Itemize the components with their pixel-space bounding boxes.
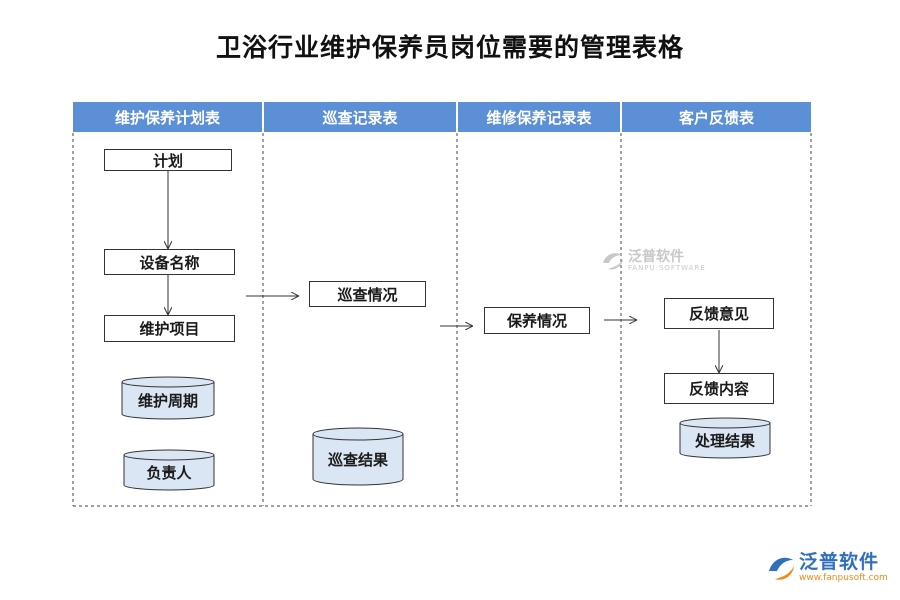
cylinder-inspection-result: 巡查结果	[312, 427, 404, 487]
cylinder-label: 处理结果	[694, 432, 755, 450]
column-header-plan: 维护保养计划表	[73, 102, 262, 132]
node-plan: 计划	[104, 149, 232, 171]
column-header-feedback: 客户反馈表	[622, 102, 811, 132]
fanpu-logo-icon	[603, 253, 623, 270]
cylinder-handling-result: 处理结果	[679, 417, 771, 459]
watermark-text: 泛普软件	[628, 248, 684, 265]
column-header-inspection: 巡查记录表	[264, 102, 456, 132]
cylinder-label: 负责人	[146, 464, 192, 482]
database-icon	[121, 376, 215, 420]
node-inspection-status: 巡查情况	[309, 281, 426, 307]
node-feedback-content: 反馈内容	[664, 373, 774, 404]
database-icon	[312, 427, 404, 486]
node-device-name: 设备名称	[104, 249, 235, 275]
cylinder-label: 巡查结果	[327, 451, 388, 469]
node-maintenance-status: 保养情况	[484, 307, 590, 334]
node-maintenance-item: 维护项目	[104, 315, 235, 342]
corner-brand-logo: 泛普软件 www.fanpusoft.com	[766, 552, 888, 583]
cylinder-maintenance-cycle: 维护周期	[121, 376, 215, 420]
diagram-title: 卫浴行业维护保养员岗位需要的管理表格	[215, 33, 684, 62]
brand-name: 泛普软件	[799, 551, 880, 573]
cylinder-label: 维护周期	[137, 392, 198, 410]
center-watermark: 泛普软件 FANPU SOFTWARE	[600, 249, 706, 273]
column-header-repair: 维修保养记录表	[458, 102, 620, 132]
fanpu-logo-icon	[769, 557, 794, 580]
database-icon	[123, 449, 215, 491]
node-feedback-opinion: 反馈意见	[664, 298, 774, 329]
cylinder-responsible-person: 负责人	[123, 449, 215, 491]
database-icon	[679, 417, 771, 459]
watermark-subtext: FANPU SOFTWARE	[628, 263, 706, 272]
brand-url: www.fanpusoft.com	[799, 573, 888, 583]
